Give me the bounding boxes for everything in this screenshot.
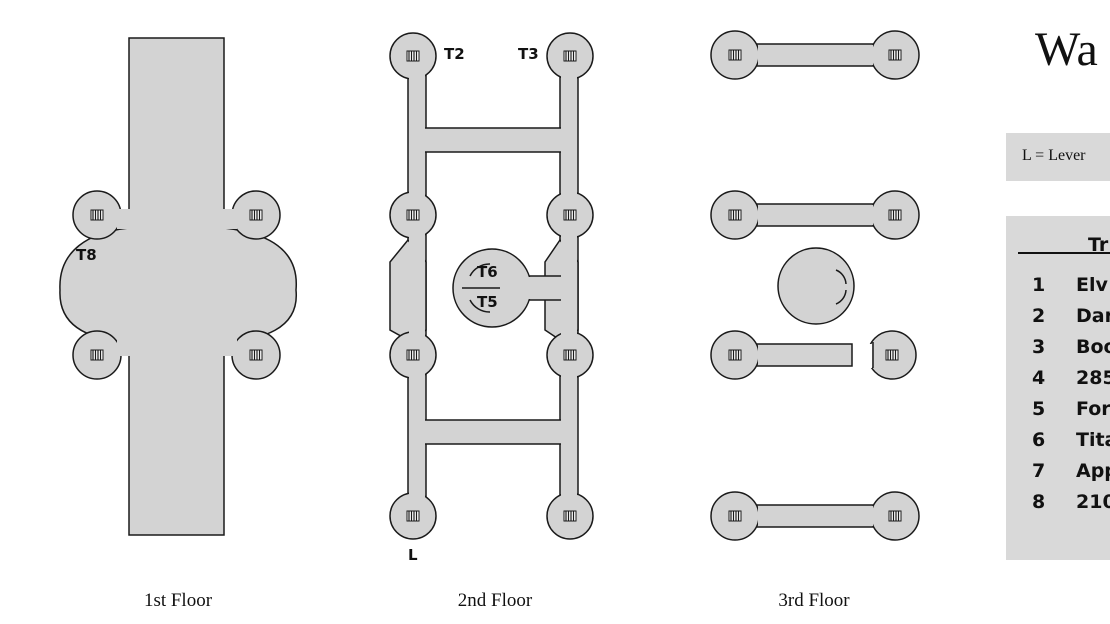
marker-t3: T3: [518, 45, 539, 63]
trap-table-rule: [1018, 252, 1110, 254]
trap-row: 5 For: [1032, 398, 1110, 429]
grate-icon: [90, 209, 104, 221]
trap-name: Boo: [1076, 336, 1110, 358]
legend-lever-text: L = Lever: [1022, 147, 1086, 164]
stair-arc-f3-lower: [835, 289, 847, 305]
trap-name: Elv: [1076, 274, 1108, 296]
trap-number: 5: [1032, 398, 1046, 420]
trap-row: 3 Boo: [1032, 336, 1110, 367]
grate-icon: [563, 50, 577, 62]
trap-name: 210: [1076, 491, 1110, 513]
marker-t5: T5: [477, 293, 498, 311]
grate-icon: [885, 349, 899, 361]
grate-icon: [728, 49, 742, 61]
grate-icon: [249, 209, 263, 221]
floor-label-1: 1st Floor: [143, 590, 213, 611]
trap-name: Tita: [1076, 429, 1110, 451]
trap-number: 4: [1032, 367, 1046, 389]
grate-icon: [406, 510, 420, 522]
marker-t2: T2: [444, 45, 465, 63]
grate-icon: [563, 510, 577, 522]
trap-table-rows: 1 Elv 2 Dar 3 Boo 4 285 5 For 6 Tita 7 App 8 210: [1032, 274, 1110, 522]
trap-number: 3: [1032, 336, 1046, 358]
marker-lever: L: [408, 546, 418, 564]
trap-row: 6 Tita: [1032, 429, 1110, 460]
trap-number: 1: [1032, 274, 1046, 296]
grate-icon: [728, 510, 742, 522]
trap-name: App: [1076, 460, 1110, 482]
trap-number: 2: [1032, 305, 1046, 327]
grate-icon: [888, 209, 902, 221]
trap-row: 4 285: [1032, 367, 1110, 398]
trap-name: For: [1076, 398, 1110, 420]
grate-icon: [888, 49, 902, 61]
stair-arc-f2-lower: [469, 299, 491, 313]
trap-row: 8 210: [1032, 491, 1110, 522]
trap-table: Tr 1 Elv 2 Dar 3 Boo 4 285 5 For 6 Tita 7 App 8 210: [1006, 216, 1110, 560]
grate-icon: [728, 349, 742, 361]
trap-table-header: Tr: [1088, 234, 1109, 256]
floor-label-3: 3rd Floor: [778, 590, 850, 611]
marker-t6: T6: [477, 263, 498, 281]
floor-label-2: 2nd Floor: [457, 590, 533, 611]
trap-name: 285: [1076, 367, 1110, 389]
grate-icon: [406, 50, 420, 62]
legend-panel: L = Lever: [1006, 133, 1110, 181]
trap-row: 7 App: [1032, 460, 1110, 491]
grate-icon: [888, 510, 902, 522]
marker-t8: T8: [76, 246, 97, 264]
floor-1-hall: [59, 37, 297, 536]
floor-1-map: [59, 37, 297, 536]
stair-arc-f2-upper: [469, 263, 491, 277]
trap-name: Dar: [1076, 305, 1110, 327]
trap-row: 2 Dar: [1032, 305, 1110, 336]
stair-arc-f3-upper: [835, 269, 847, 285]
grate-icon: [406, 209, 420, 221]
grate-icon: [90, 349, 104, 361]
chamber-f3-round: [777, 247, 855, 325]
grate-icon: [563, 349, 577, 361]
grate-icon: [249, 349, 263, 361]
trap-row: 1 Elv: [1032, 274, 1110, 305]
floor-3-map: [710, 30, 920, 541]
trap-number: 8: [1032, 491, 1046, 513]
trap-number: 6: [1032, 429, 1046, 451]
grate-icon: [406, 349, 420, 361]
grate-icon: [728, 209, 742, 221]
grate-icon: [563, 209, 577, 221]
floor-2-map: [389, 32, 594, 540]
trap-number: 7: [1032, 460, 1046, 482]
map-title: Wa: [1035, 23, 1098, 76]
